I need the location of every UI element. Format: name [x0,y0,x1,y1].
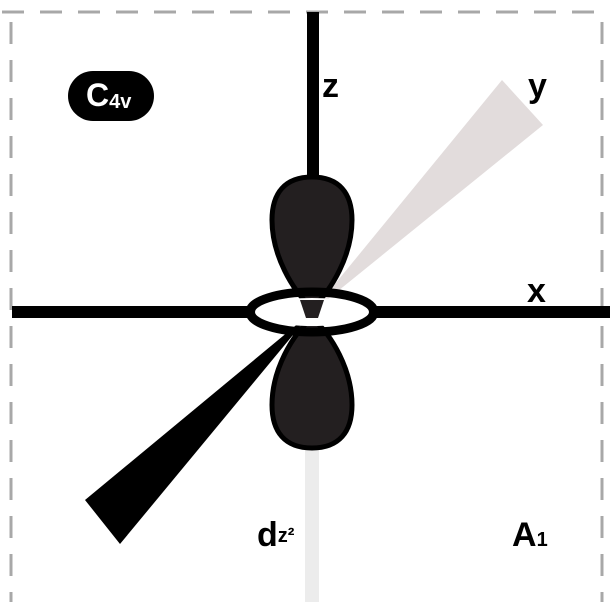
symmetry-label: A1 [512,516,548,554]
orbital-main: d [257,516,278,554]
y-axis-label: y [528,67,547,105]
point-group-badge: C4v [68,71,154,121]
orbital-label: dz² [257,516,295,554]
point-group-sub: 4v [109,91,132,113]
x-axis-label: x [527,272,546,310]
z-axis-label: z [322,67,339,105]
orbital-sub: z² [278,525,295,547]
symmetry-sub: 1 [537,529,548,551]
symmetry-main: A [512,516,537,554]
point-group-main: C [86,77,109,113]
